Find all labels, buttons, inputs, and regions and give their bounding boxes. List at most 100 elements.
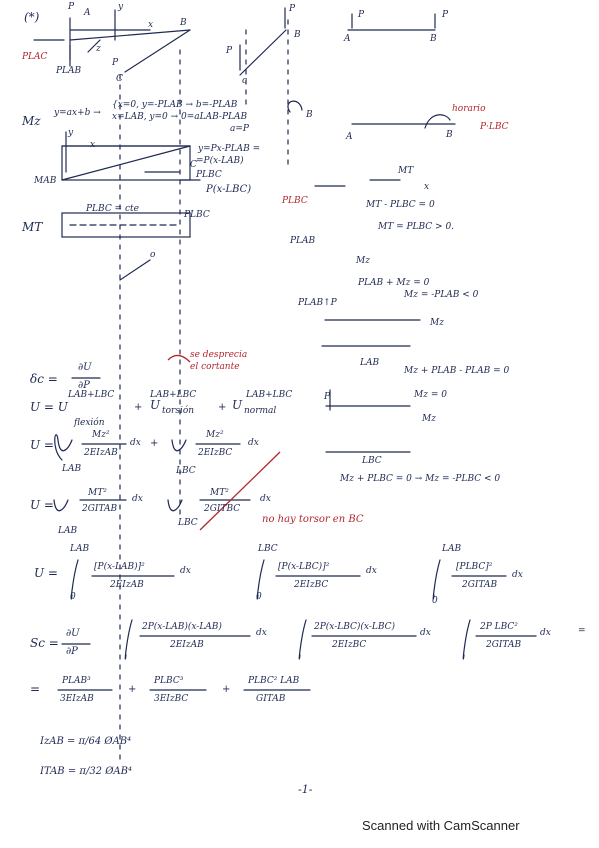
energy-u-tor-sub: torsión bbox=[162, 406, 195, 416]
mz-x-label: x bbox=[90, 140, 96, 150]
mz-eq5: y=Px-PLAB = bbox=[198, 144, 261, 154]
int4-lim: LBC bbox=[178, 518, 198, 528]
mt-arrow-label: MT bbox=[398, 166, 414, 176]
bigint-6 bbox=[462, 619, 471, 660]
integral-1 bbox=[54, 434, 73, 461]
mz-a-label: A bbox=[346, 132, 353, 142]
energy-dp: ∂P bbox=[78, 380, 90, 391]
mz-eq1: y=ax+b → bbox=[54, 108, 101, 118]
mz-y-label: y bbox=[68, 128, 74, 138]
int4-num: MT² bbox=[210, 488, 229, 498]
r3-num: PLBC² LAB bbox=[248, 676, 300, 686]
energy-delta: δc = bbox=[30, 372, 58, 386]
r3-den: GITAB bbox=[256, 694, 286, 704]
bigint-1 bbox=[70, 559, 79, 600]
energy-u-flex-sub: flexión bbox=[74, 418, 105, 428]
mz-c-small: C bbox=[190, 160, 197, 170]
label-axis-y: y bbox=[118, 2, 124, 12]
member-view2 bbox=[239, 29, 287, 76]
axis-z bbox=[87, 39, 101, 53]
mz-b-label: B bbox=[446, 130, 453, 140]
inertia-it: ITAB = π/32 ØAB⁴ bbox=[40, 766, 133, 777]
label-ab-a: A bbox=[344, 34, 351, 44]
int2-num: Mz² bbox=[206, 430, 224, 440]
integral-2 bbox=[171, 439, 187, 452]
int1-dx: dx bbox=[130, 438, 141, 448]
d3-dx: dx bbox=[540, 628, 551, 638]
label-c1: C bbox=[116, 74, 123, 84]
mt-lab-span: LAB bbox=[360, 358, 380, 368]
mt-o-label: o bbox=[150, 250, 156, 260]
mt-plbc-left: PLBC bbox=[282, 196, 308, 206]
label-ab-p2: P bbox=[442, 10, 449, 20]
label-plac: PLAC bbox=[22, 52, 48, 62]
d1-den: 2EIzAB bbox=[170, 640, 204, 650]
label-p1: P bbox=[68, 2, 75, 12]
label-b2: B bbox=[294, 30, 301, 40]
label-plab: PLAB bbox=[56, 66, 82, 76]
f3-lim: LAB bbox=[442, 544, 462, 554]
d2-dx: dx bbox=[420, 628, 431, 638]
f2-zero: 0 bbox=[256, 592, 262, 602]
mt-eq1: MT - PLBC = 0 bbox=[366, 200, 435, 210]
mt-eq-mz4: Mz = 0 bbox=[414, 390, 447, 400]
mz-plbc-arrow: P(x-LBC) bbox=[206, 184, 252, 195]
mz-diagonal bbox=[61, 145, 191, 181]
d3-den: 2GITAB bbox=[486, 640, 522, 650]
d1-dx: dx bbox=[256, 628, 267, 638]
strike-torsor-bc bbox=[199, 451, 281, 531]
f2-lim: LBC bbox=[258, 544, 278, 554]
f2-den: 2EIzBC bbox=[294, 580, 329, 590]
f1-lim: LAB bbox=[70, 544, 90, 554]
int2-den: 2EIzBC bbox=[198, 448, 233, 458]
r-plus2: + bbox=[222, 684, 231, 695]
mt-plab-p: PLAB↑P bbox=[298, 298, 337, 308]
mt-eq-mz1: PLAB + Mz = 0 bbox=[358, 278, 430, 288]
moment-arc-b bbox=[287, 100, 303, 113]
final-sc-du: ∂U bbox=[66, 628, 80, 639]
int4-den: 2GITBC bbox=[204, 504, 241, 514]
int3-lim: LAB bbox=[58, 526, 78, 536]
mt-eq-mz5: Mz + PLBC = 0 → Mz = -PLBC < 0 bbox=[340, 474, 501, 484]
f3-num: [PLBC]² bbox=[456, 562, 493, 572]
mz-b-small: B bbox=[306, 110, 313, 120]
energy-du: ∂U bbox=[78, 362, 92, 373]
int2-dx: dx bbox=[248, 438, 259, 448]
d2-num: 2P(x-LBC)(x-LBC) bbox=[314, 622, 396, 632]
int1-lim: LAB bbox=[62, 464, 82, 474]
mt-lbc-span: LBC bbox=[362, 456, 382, 466]
bigint-3 bbox=[432, 559, 441, 600]
scanner-watermark: Scanned with CamScanner bbox=[362, 818, 520, 833]
mt-bc bbox=[119, 259, 151, 281]
mz-mab: MAB bbox=[34, 176, 57, 186]
energy-u-nor-sup: LAB+LBC bbox=[246, 390, 293, 400]
label-b1: B bbox=[180, 18, 187, 28]
int3-den: 2GITAB bbox=[82, 504, 118, 514]
label-ab-p1: P bbox=[358, 10, 365, 20]
energy-u-nor-sub: normal bbox=[244, 406, 277, 416]
int2-lim: LBC bbox=[176, 466, 196, 476]
member-bc bbox=[124, 29, 191, 73]
energy-u-eq: U = U bbox=[30, 400, 68, 414]
mt-x-arrow: x bbox=[424, 182, 430, 192]
integral-3 bbox=[53, 499, 69, 512]
mt-box bbox=[61, 212, 191, 238]
f2-dx: dx bbox=[366, 566, 377, 576]
bigint-2 bbox=[256, 559, 265, 600]
mt-eq2: MT = PLBC > 0. bbox=[378, 222, 455, 232]
energy-u-tor-sup: LAB+LBC bbox=[150, 390, 197, 400]
section-mz: Mz bbox=[22, 114, 41, 128]
inertia-iz: IzAB = π/64 ØAB⁴ bbox=[40, 736, 132, 747]
no-torsor-note: no hay torsor en BC bbox=[262, 514, 364, 525]
page-number: -1- bbox=[298, 783, 313, 796]
r1-den: 3EIzAB bbox=[60, 694, 94, 704]
mz-eq3: x=LAB, y=0 → 0=aLAB-PLAB bbox=[112, 112, 248, 122]
mt-plab-label: PLAB bbox=[290, 236, 316, 246]
bigint-5 bbox=[298, 619, 307, 660]
d1-num: 2P(x-LAB)(x-LAB) bbox=[142, 622, 222, 632]
energy-plus1: + bbox=[134, 402, 143, 413]
section-star: (*) bbox=[24, 10, 40, 24]
energy-u-flex-sup: LAB+LBC bbox=[68, 390, 115, 400]
d2-den: 2EIzBC bbox=[332, 640, 367, 650]
integral-4 bbox=[167, 499, 183, 512]
